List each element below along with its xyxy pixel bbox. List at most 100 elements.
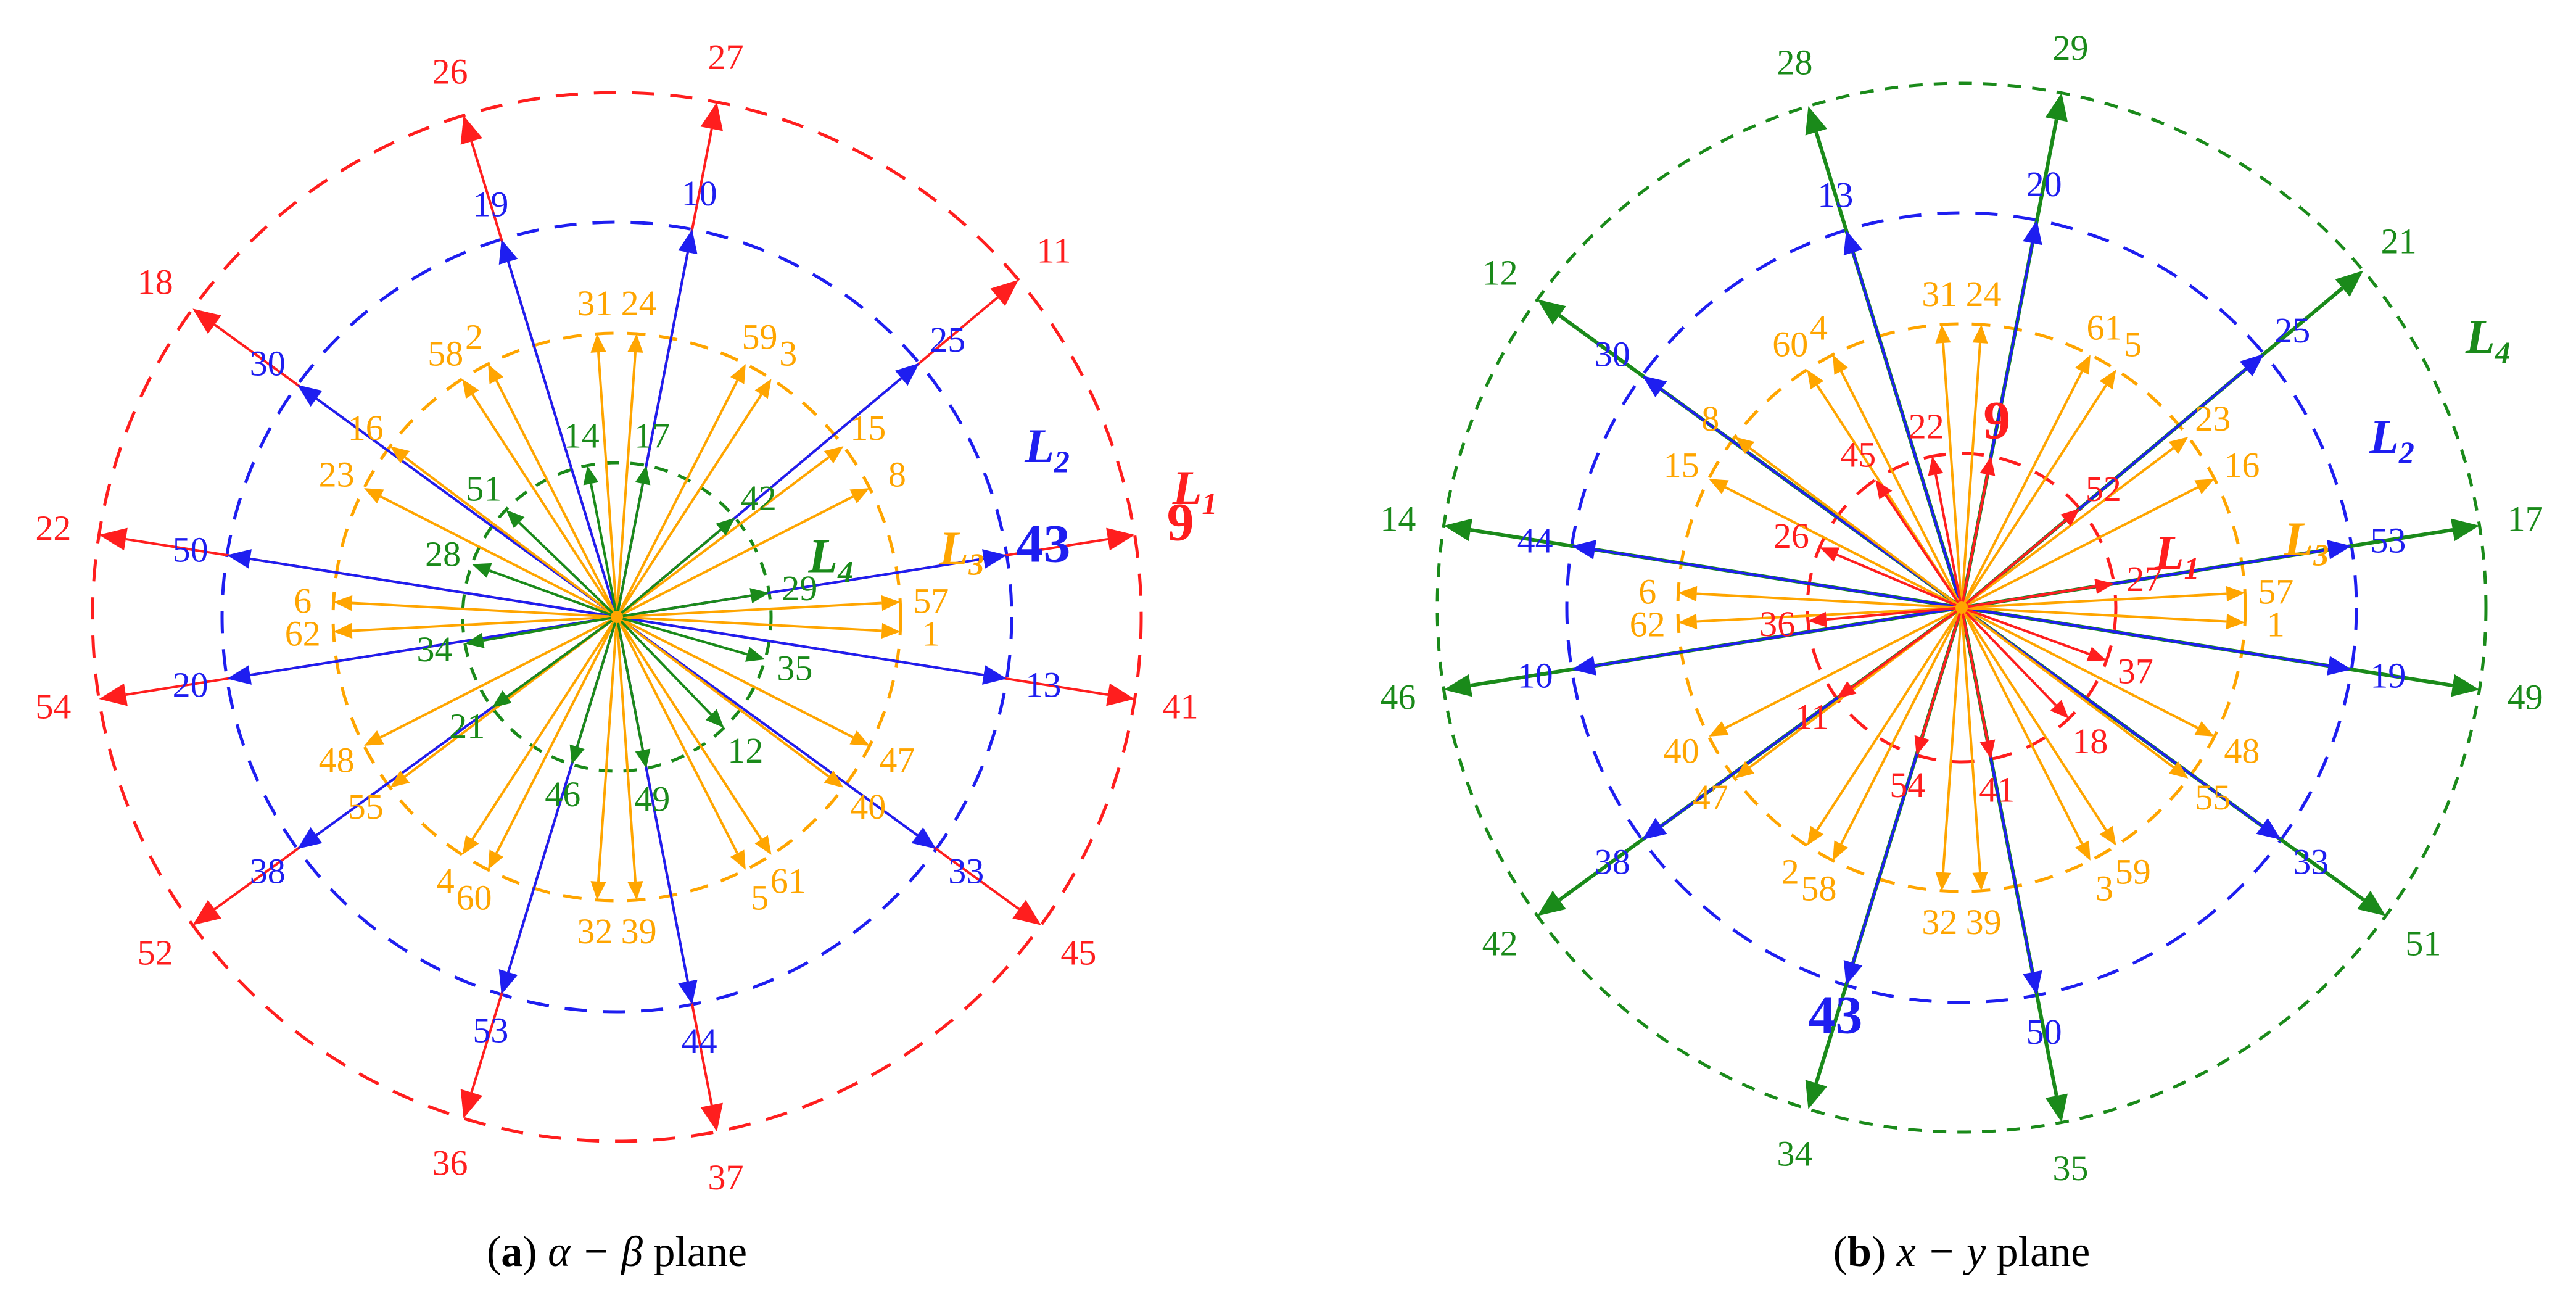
vector-label-19: 19 bbox=[473, 184, 508, 225]
ring-l2 bbox=[220, 220, 1013, 1014]
vector-49-arrowhead bbox=[2451, 674, 2480, 697]
vector-label-46: 46 bbox=[545, 774, 580, 814]
vector-label-40: 40 bbox=[850, 787, 886, 827]
ring-l4 bbox=[1435, 81, 2488, 1134]
vector-23-shaft bbox=[1960, 447, 2174, 609]
vector-53-arrowhead bbox=[498, 969, 518, 995]
vector-label-35: 35 bbox=[777, 648, 812, 688]
vector-41-arrowhead bbox=[1979, 739, 1996, 759]
ring-label-l4: L4 bbox=[807, 529, 853, 589]
ring-label-l1: L1 bbox=[2154, 526, 2200, 585]
vector-label-50: 50 bbox=[173, 529, 208, 569]
vector-41-shaft bbox=[1960, 607, 1989, 742]
vector-label-30: 30 bbox=[250, 344, 286, 384]
vector-label-62: 62 bbox=[1630, 605, 1666, 645]
vector-32-arrowhead bbox=[1935, 872, 1951, 891]
vector-label-18: 18 bbox=[138, 262, 173, 302]
vector-34-arrowhead bbox=[1805, 1080, 1828, 1109]
vector-12-arrowhead bbox=[1537, 299, 1566, 325]
vector-46-arrowhead bbox=[1443, 674, 1472, 697]
vector-label-1: 1 bbox=[922, 614, 940, 654]
vector-42-arrowhead bbox=[716, 518, 735, 536]
vector-label-38: 38 bbox=[1595, 841, 1630, 882]
vector-label-32: 32 bbox=[1922, 902, 1957, 942]
vector-39-shaft bbox=[616, 616, 637, 882]
vector-17-arrowhead bbox=[635, 465, 651, 486]
vector-24-arrowhead bbox=[1972, 324, 1988, 344]
vector-16-shaft bbox=[404, 456, 618, 618]
vector-label-42: 42 bbox=[741, 478, 777, 518]
vector-label-15: 15 bbox=[1664, 445, 1699, 485]
vector-label-37: 37 bbox=[708, 1157, 743, 1197]
vector-label-1: 1 bbox=[2267, 605, 2285, 645]
vector-label-53: 53 bbox=[2370, 520, 2406, 560]
ring-l3 bbox=[1676, 322, 2247, 893]
vector-label-44: 44 bbox=[682, 1021, 717, 1061]
ring-l1 bbox=[91, 91, 1143, 1143]
vector-48-shaft bbox=[1961, 606, 2199, 729]
vector-44-shaft bbox=[1595, 548, 1962, 609]
vector-3-shaft bbox=[616, 394, 762, 618]
vector-40-arrowhead bbox=[824, 770, 844, 788]
vector-48-shaft bbox=[379, 616, 617, 738]
vector-23-shaft bbox=[379, 495, 617, 618]
vector-label-20: 20 bbox=[173, 665, 208, 705]
vector-62-arrowhead bbox=[1678, 613, 1698, 630]
vector-40-shaft bbox=[616, 616, 830, 778]
vector-50-arrowhead bbox=[2023, 970, 2042, 996]
vector-15-arrowhead bbox=[824, 446, 844, 464]
vector-19-shaft bbox=[507, 261, 618, 618]
vector-14-arrowhead bbox=[583, 465, 599, 486]
vector-label-21: 21 bbox=[2381, 221, 2417, 261]
vector-61-shaft bbox=[1960, 370, 2083, 608]
vector-55-arrowhead bbox=[2168, 761, 2189, 779]
vector-label-35: 35 bbox=[2052, 1148, 2088, 1188]
vector-36-arrowhead bbox=[460, 1089, 483, 1118]
vector-33-arrowhead bbox=[911, 827, 936, 849]
vector-label-24: 24 bbox=[621, 283, 657, 323]
vector-21-shaft bbox=[506, 616, 618, 698]
vector-37-arrowhead bbox=[2086, 647, 2107, 662]
vector-10-shaft bbox=[1595, 606, 1962, 668]
vector-label-39: 39 bbox=[1966, 902, 2002, 942]
vector-58-arrowhead bbox=[462, 379, 479, 399]
vector-label-25: 25 bbox=[930, 320, 965, 360]
vector-label-39: 39 bbox=[621, 911, 657, 951]
vector-31-shaft bbox=[1942, 342, 1963, 608]
vector-15-shaft bbox=[616, 456, 830, 618]
vector-22-shaft bbox=[1934, 474, 1963, 608]
vector-label-12: 12 bbox=[1482, 252, 1518, 292]
vector-5-shaft bbox=[1960, 384, 2107, 609]
vector-57-arrowhead bbox=[881, 595, 901, 611]
vector-60-arrowhead bbox=[488, 849, 504, 870]
vector-52-shaft bbox=[1960, 519, 2066, 609]
vector-48-arrowhead bbox=[2194, 721, 2215, 737]
vector-26-arrowhead bbox=[1819, 547, 1840, 562]
vector-25-arrowhead bbox=[894, 363, 920, 386]
vector-label-58: 58 bbox=[427, 333, 463, 373]
vector-1-arrowhead bbox=[2226, 613, 2245, 630]
vector-21-arrowhead bbox=[492, 690, 512, 708]
vector-29-arrowhead bbox=[749, 588, 769, 604]
vector-label-8: 8 bbox=[888, 454, 906, 494]
vector-37-shaft bbox=[1961, 606, 2090, 656]
vector-39-shaft bbox=[1960, 607, 1981, 873]
vector-label-58: 58 bbox=[1801, 868, 1836, 908]
vector-label-59: 59 bbox=[2115, 852, 2151, 892]
vector-3-shaft bbox=[1960, 607, 2083, 845]
vector-13-arrowhead bbox=[1843, 229, 1863, 255]
vector-label-34: 34 bbox=[417, 629, 453, 669]
vector-36-arrowhead bbox=[1807, 611, 1827, 627]
vector-label-32: 32 bbox=[577, 911, 613, 951]
vector-45-shaft bbox=[1885, 494, 1963, 609]
vector-44-arrowhead bbox=[678, 979, 698, 1005]
vector-54-arrowhead bbox=[99, 683, 128, 706]
vector-9-arrowhead bbox=[1979, 456, 1996, 476]
vector-label-57: 57 bbox=[2258, 571, 2293, 611]
vector-8-shaft bbox=[1749, 447, 1963, 609]
ring-label-l3: L3 bbox=[939, 521, 985, 581]
vector-label-14: 14 bbox=[564, 416, 600, 456]
vector-61-arrowhead bbox=[754, 835, 772, 855]
vector-40-arrowhead bbox=[1709, 721, 1729, 737]
vector-label-31: 31 bbox=[1922, 274, 1957, 314]
